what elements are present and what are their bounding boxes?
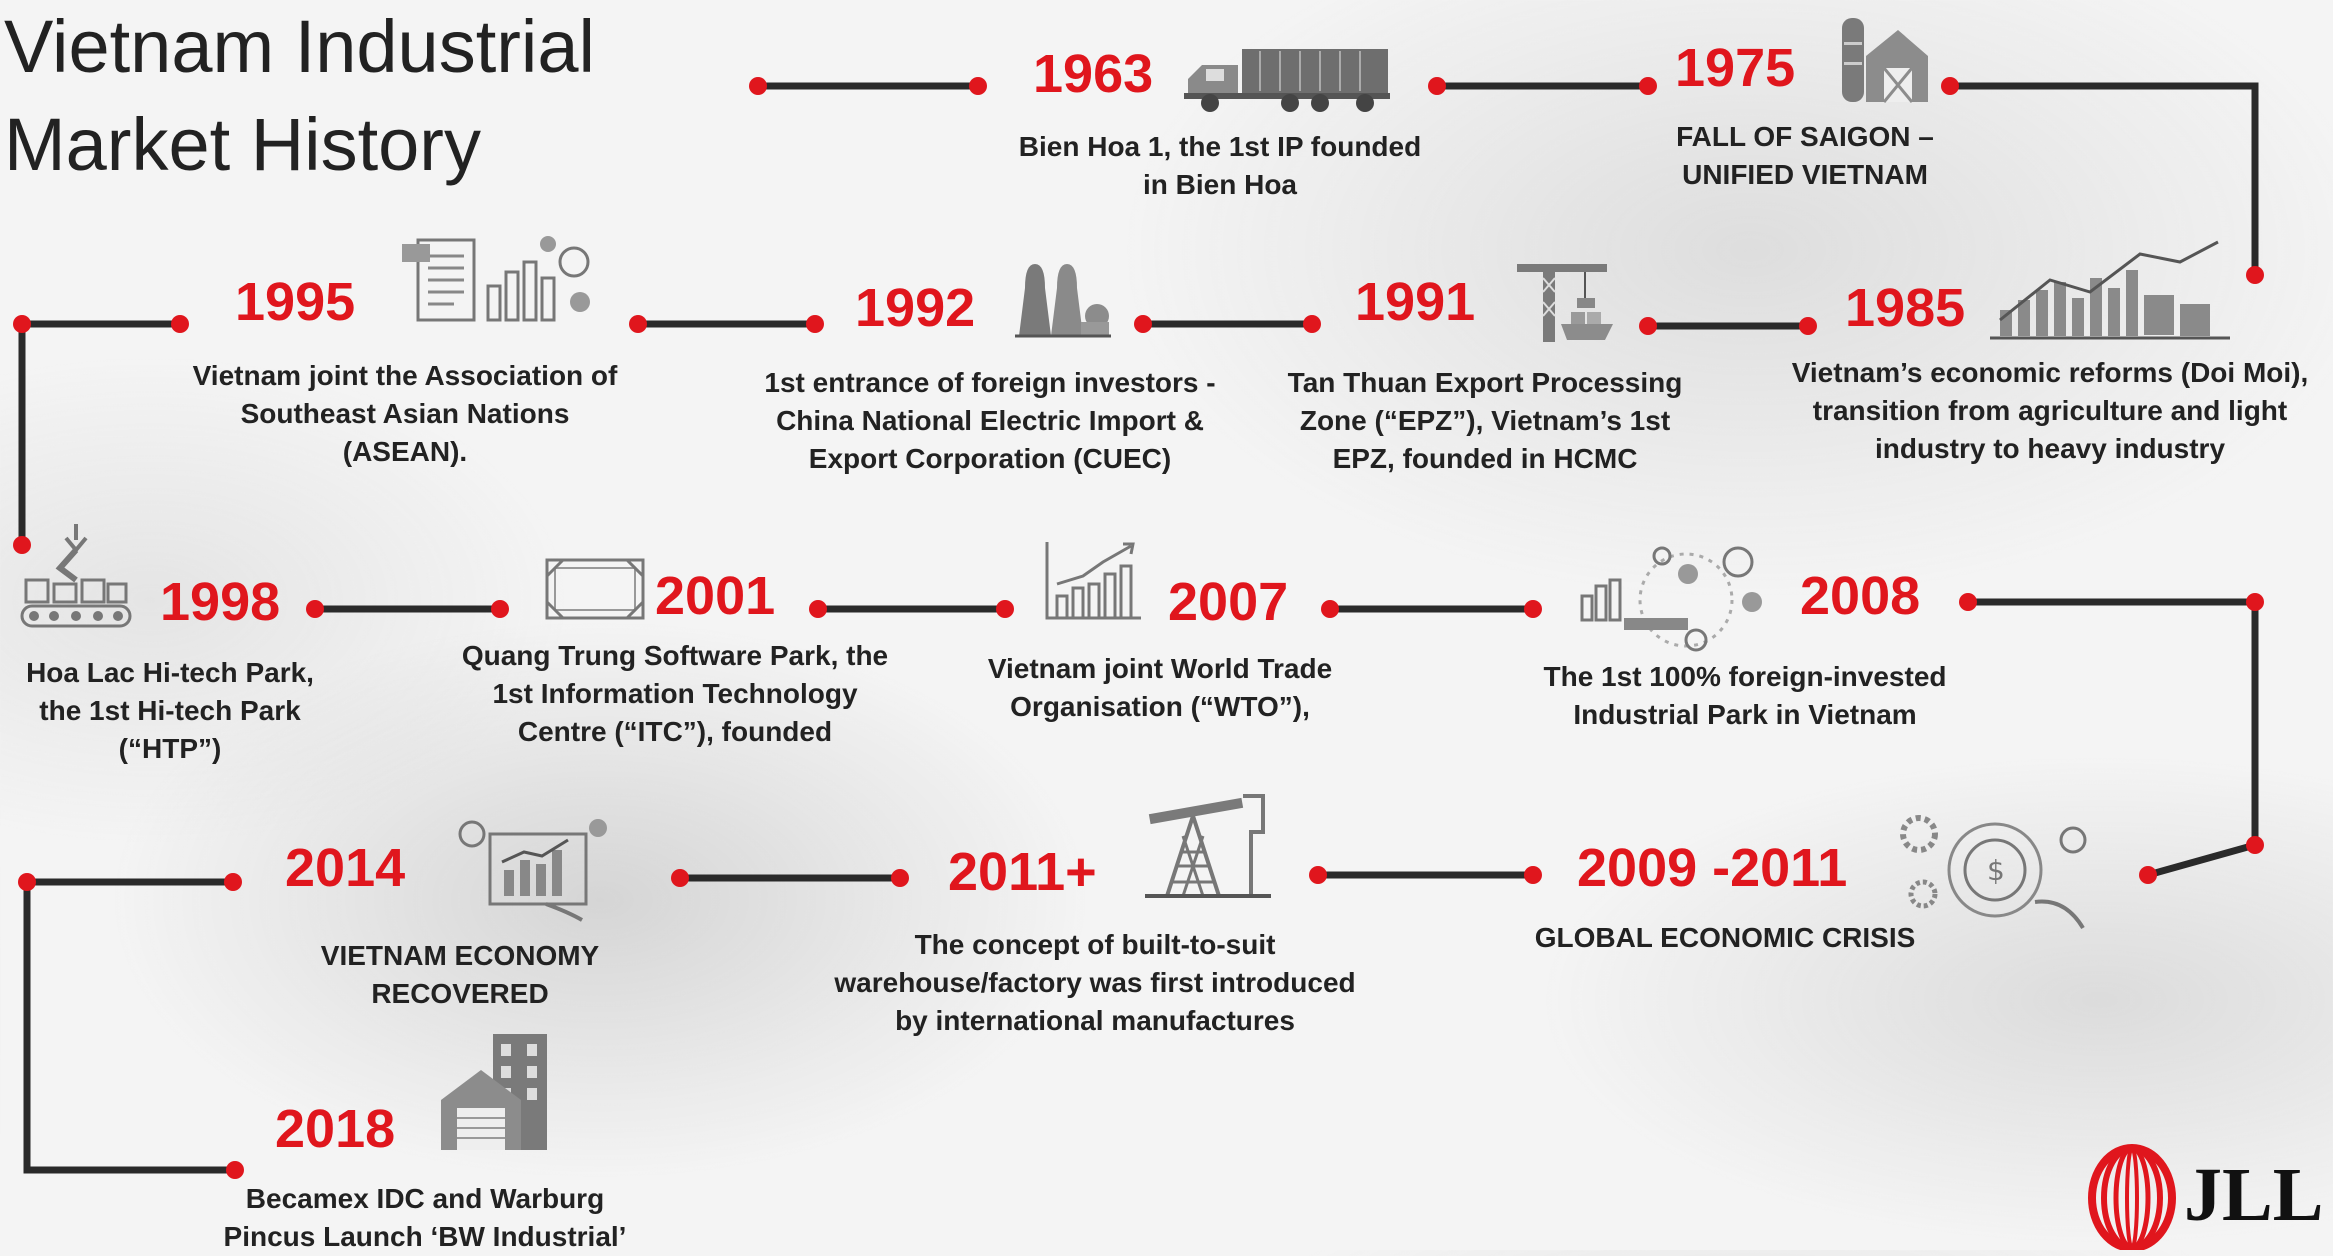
event-desc-1985: Vietnam’s economic reforms (Doi Moi), tr… bbox=[1791, 357, 2309, 464]
event-desc-1963: Bien Hoa 1, the 1st IP founded in Bien H… bbox=[1018, 131, 1422, 200]
year-2014: 2014 bbox=[285, 838, 406, 898]
banknote-icon bbox=[545, 558, 645, 620]
truck-icon bbox=[1184, 49, 1390, 112]
year-1985: 1985 bbox=[1845, 278, 1966, 338]
event-desc-2001: Quang Trung Software Park, the 1st Infor… bbox=[461, 640, 889, 747]
year-2007: 2007 bbox=[1168, 572, 1289, 632]
jll-logo bbox=[2088, 1144, 2176, 1250]
oil-pump-icon bbox=[1145, 794, 1271, 898]
event-desc-2018: Becamex IDC and Warburg Pincus Launch ‘B… bbox=[223, 1183, 627, 1252]
farm-barn-icon bbox=[1842, 18, 1928, 103]
year-1995: 1995 bbox=[235, 272, 356, 332]
year-1992: 1992 bbox=[855, 278, 976, 338]
connector-right-1 bbox=[1946, 82, 2259, 279]
event-desc-2009-2011: GLOBAL ECONOMIC CRISIS bbox=[1534, 922, 1916, 953]
event-desc-1975: FALL OF SAIGON – UNIFIED VIETNAM bbox=[1676, 121, 1934, 190]
page-title: Vietnam Industrial Market History bbox=[4, 0, 595, 194]
growth-chart-icon bbox=[1990, 240, 2230, 340]
event-desc-2014: VIETNAM ECONOMY RECOVERED bbox=[320, 940, 600, 1009]
event-desc-2011-plus: The concept of built-to-suit warehouse/f… bbox=[834, 929, 1356, 1036]
finance-gears-icon: $ bbox=[1900, 815, 2087, 930]
port-crane-icon bbox=[1517, 264, 1613, 342]
warehouse-building-icon bbox=[441, 1034, 547, 1150]
jll-logo-text: JLL bbox=[2184, 1153, 2324, 1237]
connector-right-2 bbox=[1964, 598, 2259, 879]
title-line-2: Market History bbox=[4, 103, 481, 186]
year-1991: 1991 bbox=[1355, 272, 1476, 332]
report-analytics-icon bbox=[402, 236, 590, 322]
bar-growth-icon bbox=[1045, 542, 1141, 620]
dashboard-chart-icon bbox=[458, 819, 607, 922]
year-2008: 2008 bbox=[1800, 566, 1921, 626]
investment-cycle-icon bbox=[1580, 546, 1762, 652]
robot-arm-conveyor-icon bbox=[20, 524, 132, 628]
year-1963: 1963 bbox=[1033, 44, 1154, 104]
svg-text:$: $ bbox=[1987, 854, 2005, 887]
title-line-1: Vietnam Industrial bbox=[4, 5, 595, 88]
event-desc-1995: Vietnam joint the Association of Southea… bbox=[192, 360, 618, 467]
event-desc-1991: Tan Thuan Export Processing Zone (“EPZ”)… bbox=[1287, 367, 1683, 474]
year-2009-2011: 2009 -2011 bbox=[1577, 838, 1848, 898]
event-desc-2008: The 1st 100% foreign-invested Industrial… bbox=[1543, 661, 1947, 730]
connector-left-2 bbox=[23, 878, 239, 1174]
power-plant-icon bbox=[1015, 264, 1111, 338]
event-desc-1992: 1st entrance of foreign investors - Chin… bbox=[764, 367, 1216, 474]
event-desc-1998: Hoa Lac Hi-tech Park, the 1st Hi-tech Pa… bbox=[26, 657, 314, 764]
year-1998: 1998 bbox=[160, 572, 281, 632]
year-2011-plus: 2011+ bbox=[948, 842, 1097, 902]
year-1975: 1975 bbox=[1675, 38, 1796, 98]
year-2018: 2018 bbox=[275, 1099, 396, 1159]
year-2001: 2001 bbox=[655, 566, 776, 626]
event-desc-2007: Vietnam joint World Trade Organisation (… bbox=[987, 653, 1333, 722]
connector-left-1 bbox=[18, 320, 184, 549]
